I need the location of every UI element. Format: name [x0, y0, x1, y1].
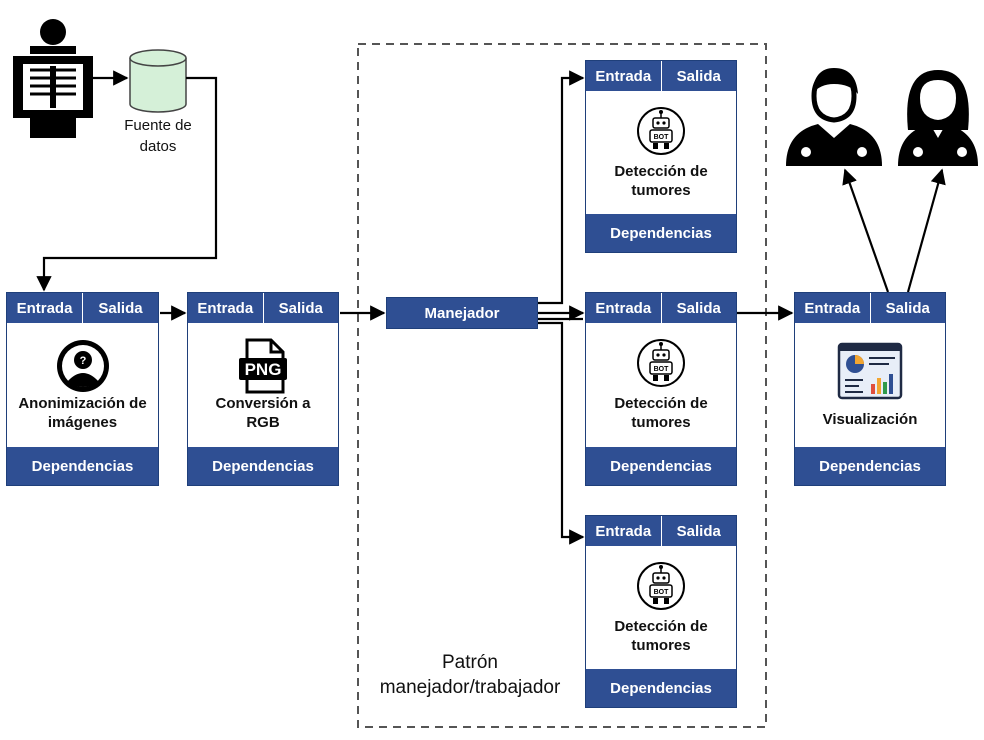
dashboard-icon: [837, 342, 903, 399]
stage-title-line2: tumores: [631, 414, 691, 431]
anonymous-user-icon: ?: [56, 340, 109, 392]
viz-to-doctor2-arrow: [906, 168, 946, 293]
input-port: Entrada: [595, 299, 652, 317]
bot-icon: BOT: [637, 339, 685, 387]
data-source-label-line2: datos: [139, 138, 177, 155]
data-source-label-line1: Fuente de: [124, 117, 192, 134]
pattern-label: Patrón manejador/trabajador: [360, 650, 580, 700]
png-icon-text: PNG: [245, 360, 282, 379]
bot-icon-text: BOT: [654, 366, 670, 373]
dependencies-footer: Dependencias: [795, 447, 945, 485]
dependencies-footer: Dependencias: [188, 447, 338, 485]
bot-icon-text: BOT: [654, 589, 670, 596]
input-port: Entrada: [804, 299, 861, 317]
input-port: Entrada: [595, 67, 652, 85]
input-port: Entrada: [16, 299, 73, 317]
png-file-icon: PNG: [239, 338, 287, 394]
dependencies-footer: Dependencias: [7, 447, 158, 485]
manager-to-worker3-arrow: [538, 321, 585, 545]
stage-title-line2: tumores: [631, 181, 691, 199]
stage-title: Detección de tumores: [614, 162, 707, 200]
rgb-conversion-stage[interactable]: Entrada Salida PNG Conversión a RGB Depen…: [187, 292, 339, 486]
bot-icon: BOT: [637, 106, 685, 155]
output-port: Salida: [869, 293, 946, 323]
stage-title-line2: tumores: [631, 636, 691, 654]
connectors: [36, 70, 946, 545]
dependencies-footer: Dependencias: [586, 447, 736, 485]
output-port: Salida: [660, 61, 737, 91]
stage-title-line2: RGB: [246, 414, 280, 431]
manager-node[interactable]: Manejador: [386, 297, 538, 329]
output-port: Salida: [660, 516, 737, 546]
stage-title-line1: Detección de: [614, 162, 708, 180]
output-port: Salida: [660, 293, 737, 323]
output-port: Salida: [262, 293, 339, 323]
db-to-stage1-arrow: [36, 76, 218, 292]
database-icon: [129, 49, 187, 113]
dependencies-footer: Dependencias: [586, 669, 736, 707]
stage-title: Detección de tumores: [614, 617, 707, 655]
tumor-detection-worker-2[interactable]: Entrada Salida BOT Detección de tumores D…: [585, 292, 737, 486]
pattern-label-line1: Patrón: [442, 652, 498, 673]
bot-icon-text: BOT: [654, 134, 670, 141]
dependencies-footer: Dependencias: [586, 214, 736, 252]
stage-title-line1: Conversión a: [215, 395, 311, 412]
stage-title-line1: Visualización: [822, 410, 918, 428]
pattern-label-line2: manejador/trabajador: [379, 677, 561, 698]
tumor-detection-worker-3[interactable]: Entrada Salida BOT Detección de tumores D…: [585, 515, 737, 708]
pattern-boundary: [357, 43, 767, 728]
visualization-stage[interactable]: Entrada Salida Visualización Dependencias: [794, 292, 946, 486]
x-ray-patient-icon: [13, 19, 93, 138]
doctor-male-icon: [786, 68, 882, 166]
stage-title-line1: Detección de: [614, 395, 708, 412]
viz-to-doctor1-arrow: [842, 168, 890, 293]
stage-title-line1: Detección de: [614, 617, 708, 635]
stage-title-line2: imágenes: [47, 414, 118, 431]
bot-icon: BOT: [637, 561, 685, 610]
svg-text:?: ?: [79, 355, 86, 367]
tumor-detection-worker-1[interactable]: Entrada Salida BOT Detección de tumores D…: [585, 60, 737, 253]
stage-title: Conversión a RGB: [215, 394, 310, 432]
output-port: Salida: [82, 293, 158, 323]
stage-title: Anonimización de imágenes: [18, 394, 146, 432]
data-source-label: Fuente de datos: [108, 115, 208, 157]
input-port: Entrada: [197, 299, 254, 317]
stage-title: Detección de tumores: [614, 394, 707, 432]
stage-title: Visualización: [823, 410, 918, 429]
input-port: Entrada: [595, 522, 652, 540]
manager-to-worker1-arrow: [538, 70, 585, 305]
anonymization-stage[interactable]: Entrada Salida ? Anonimización de imágene…: [6, 292, 159, 486]
doctor-female-icon: [898, 70, 978, 166]
stage-title-line1: Anonimización de: [18, 395, 147, 412]
